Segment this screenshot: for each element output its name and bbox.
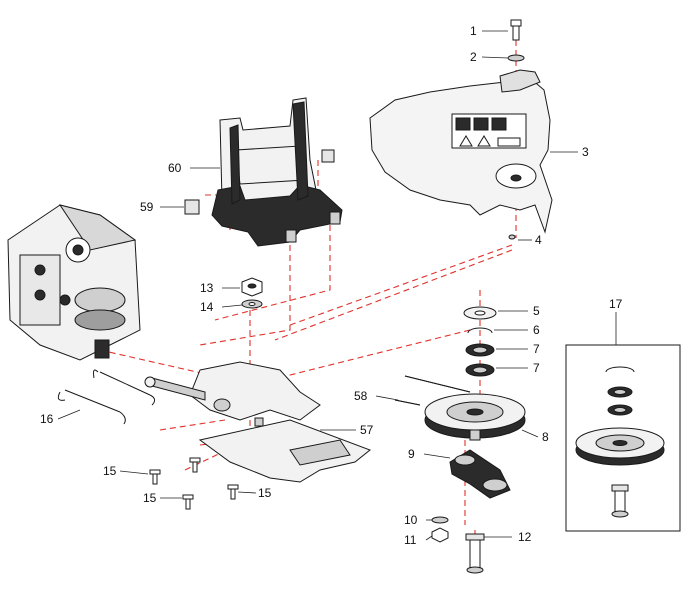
parts-10-11-12 [431, 516, 485, 574]
callout-58: 58 [354, 389, 368, 403]
callout-11: 11 [404, 533, 417, 547]
callout-7-upper: 7 [533, 342, 540, 356]
callout-7-lower: 7 [533, 361, 540, 375]
callout-15-b: 15 [143, 491, 157, 505]
callout-9: 9 [408, 447, 415, 461]
callout-3: 3 [582, 145, 589, 159]
callout-1: 1 [470, 24, 477, 38]
part-60-bracket [211, 97, 343, 247]
part-15-screws [149, 457, 239, 510]
leader-lines [57, 30, 617, 541]
callout-12: 12 [518, 530, 532, 544]
part-58-belt [394, 375, 471, 406]
callout-59: 59 [140, 200, 154, 214]
callout-2: 2 [470, 50, 477, 64]
part-8-pulley [424, 393, 526, 441]
part-16-springs [57, 369, 156, 425]
callout-15-c: 15 [258, 486, 272, 500]
callout-4: 4 [535, 233, 542, 247]
callout-5: 5 [533, 304, 540, 318]
callout-16: 16 [40, 412, 54, 426]
callout-8: 8 [542, 430, 549, 444]
parts-5-6-7-stack [463, 306, 497, 377]
callout-6: 6 [533, 323, 540, 337]
callout-17: 17 [609, 297, 623, 311]
engine-block [7, 204, 141, 361]
callout-labels: 1 2 3 4 5 6 7 7 8 9 10 11 12 13 14 15 15… [40, 24, 623, 547]
part-57-plate [198, 419, 371, 483]
parts-1-2-4-hardware [507, 19, 525, 240]
callout-10: 10 [404, 513, 418, 527]
callout-15-a: 15 [103, 464, 117, 478]
callout-60: 60 [168, 161, 182, 175]
parts-13-14 [241, 277, 263, 309]
callout-14: 14 [200, 300, 214, 314]
part-59-blocks [184, 149, 335, 215]
part-3-cover [369, 69, 553, 234]
callout-13: 13 [200, 281, 214, 295]
part-17-detail-box [565, 344, 681, 532]
callout-57: 57 [360, 423, 374, 437]
pivot-bracket [144, 361, 321, 427]
part-9-idler-arm [449, 449, 511, 499]
